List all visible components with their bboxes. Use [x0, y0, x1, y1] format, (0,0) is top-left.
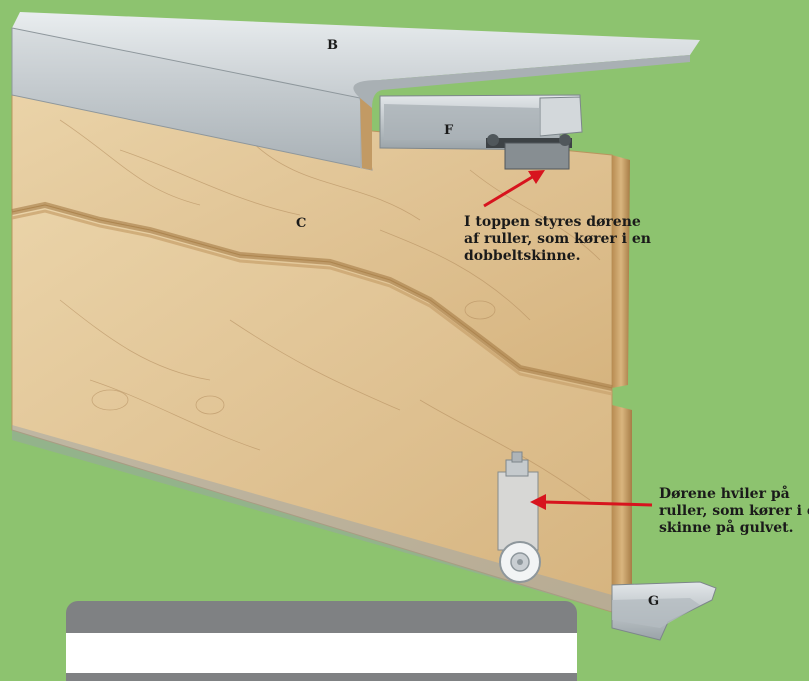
top-callout-line: af ruller, som kører i en: [464, 231, 651, 247]
bottom-callout-text: Dørene hviler på ruller, som kører i en …: [659, 486, 809, 537]
label-g: G: [648, 594, 660, 609]
front-door-panel: [11, 201, 632, 613]
caption-panel-body: [66, 633, 577, 673]
top-callout-text: I toppen styres dørene af ruller, som kø…: [464, 214, 651, 265]
top-double-rail: [379, 94, 583, 151]
top-callout-line: dobbeltskinne.: [464, 248, 581, 264]
sliding-door-diagram: [11, 12, 717, 641]
floor-rail: [12, 425, 717, 641]
top-shelf: [11, 12, 700, 171]
label-b: B: [327, 38, 338, 53]
floor-roller-icon: [497, 451, 541, 583]
bottom-callout-line: skinne på gulvet.: [659, 520, 794, 536]
top-callout-arrow: [483, 170, 545, 208]
label-c: C: [296, 216, 307, 231]
top-roller-icon: [486, 134, 572, 170]
bottom-callout-arrow: [530, 494, 653, 510]
label-f: F: [444, 123, 454, 138]
bottom-callout-line: Dørene hviler på: [659, 486, 790, 502]
bottom-callout-line: ruller, som kører i en: [659, 503, 809, 519]
top-callout-line: I toppen styres dørene: [464, 214, 641, 230]
